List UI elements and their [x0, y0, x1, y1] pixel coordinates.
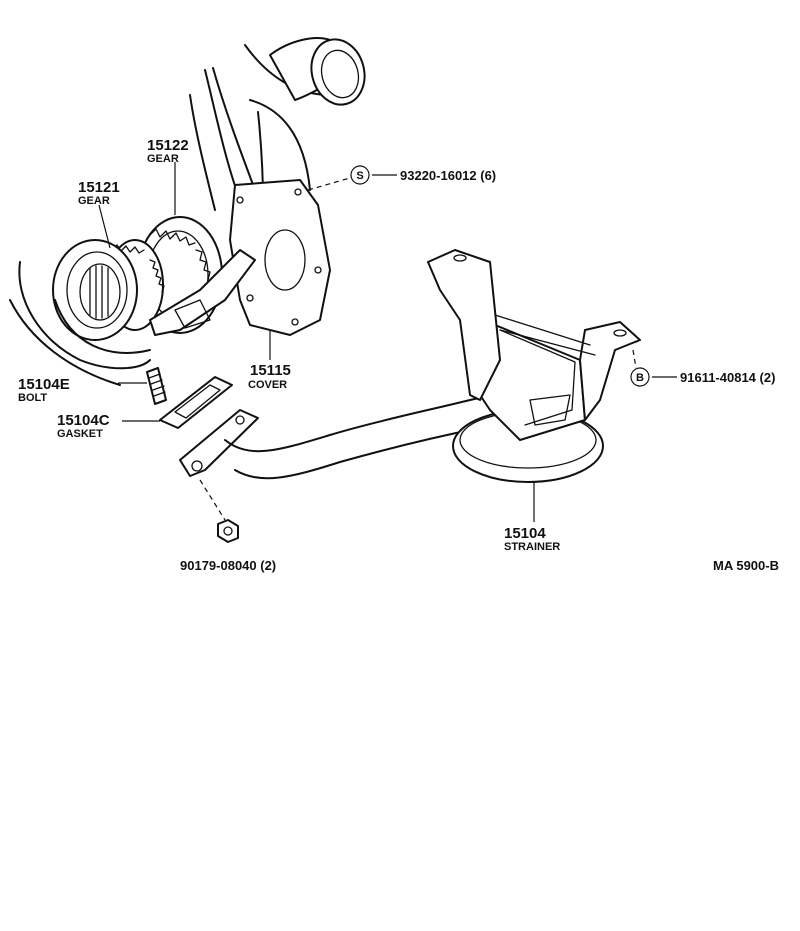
bolt-15104e-part: [146, 367, 167, 405]
engine-block-outline: [9, 44, 331, 386]
assembly-lines: [199, 177, 637, 521]
bolt-b-symbol-circle: [630, 367, 650, 387]
cover-name: COVER: [248, 379, 287, 391]
screw-symbol: S: [356, 170, 363, 182]
pipe-elbow: [269, 37, 366, 106]
nut-90179-part: [217, 519, 239, 543]
screw-symbol-circle: [350, 165, 370, 185]
gasket-number: 15104C: [57, 412, 110, 429]
gear-15121-number: 15121: [78, 179, 120, 196]
bolt-b-part-number: 91611-40814 (2): [680, 370, 775, 385]
bolt-b-symbol: B: [636, 372, 644, 384]
nut-part-number: 90179-08040 (2): [180, 558, 276, 573]
gear-15122-name: GEAR: [147, 153, 179, 165]
pump-bracket: [149, 249, 256, 336]
strainer-bracket: [427, 249, 641, 421]
gasket-15104c-part: [159, 376, 233, 429]
leader-lines: [98, 162, 677, 522]
gasket-name: GASKET: [57, 428, 103, 440]
gear-15122-number: 15122: [147, 137, 189, 154]
diagram-code: MA 5900-B: [713, 558, 779, 573]
bolt-name: BOLT: [18, 392, 47, 404]
part-labels: 15122 GEAR 15121 GEAR 15115 COVER 15104E…: [18, 137, 779, 573]
screw-part-number: 93220-16012 (6): [400, 168, 496, 183]
pump-housing: [52, 239, 151, 354]
gear-15121-name: GEAR: [78, 195, 110, 207]
strainer-number: 15104: [504, 525, 546, 542]
strainer-name: STRAINER: [504, 541, 560, 553]
cover-number: 15115: [250, 362, 291, 379]
bolt-number: 15104E: [18, 376, 70, 393]
